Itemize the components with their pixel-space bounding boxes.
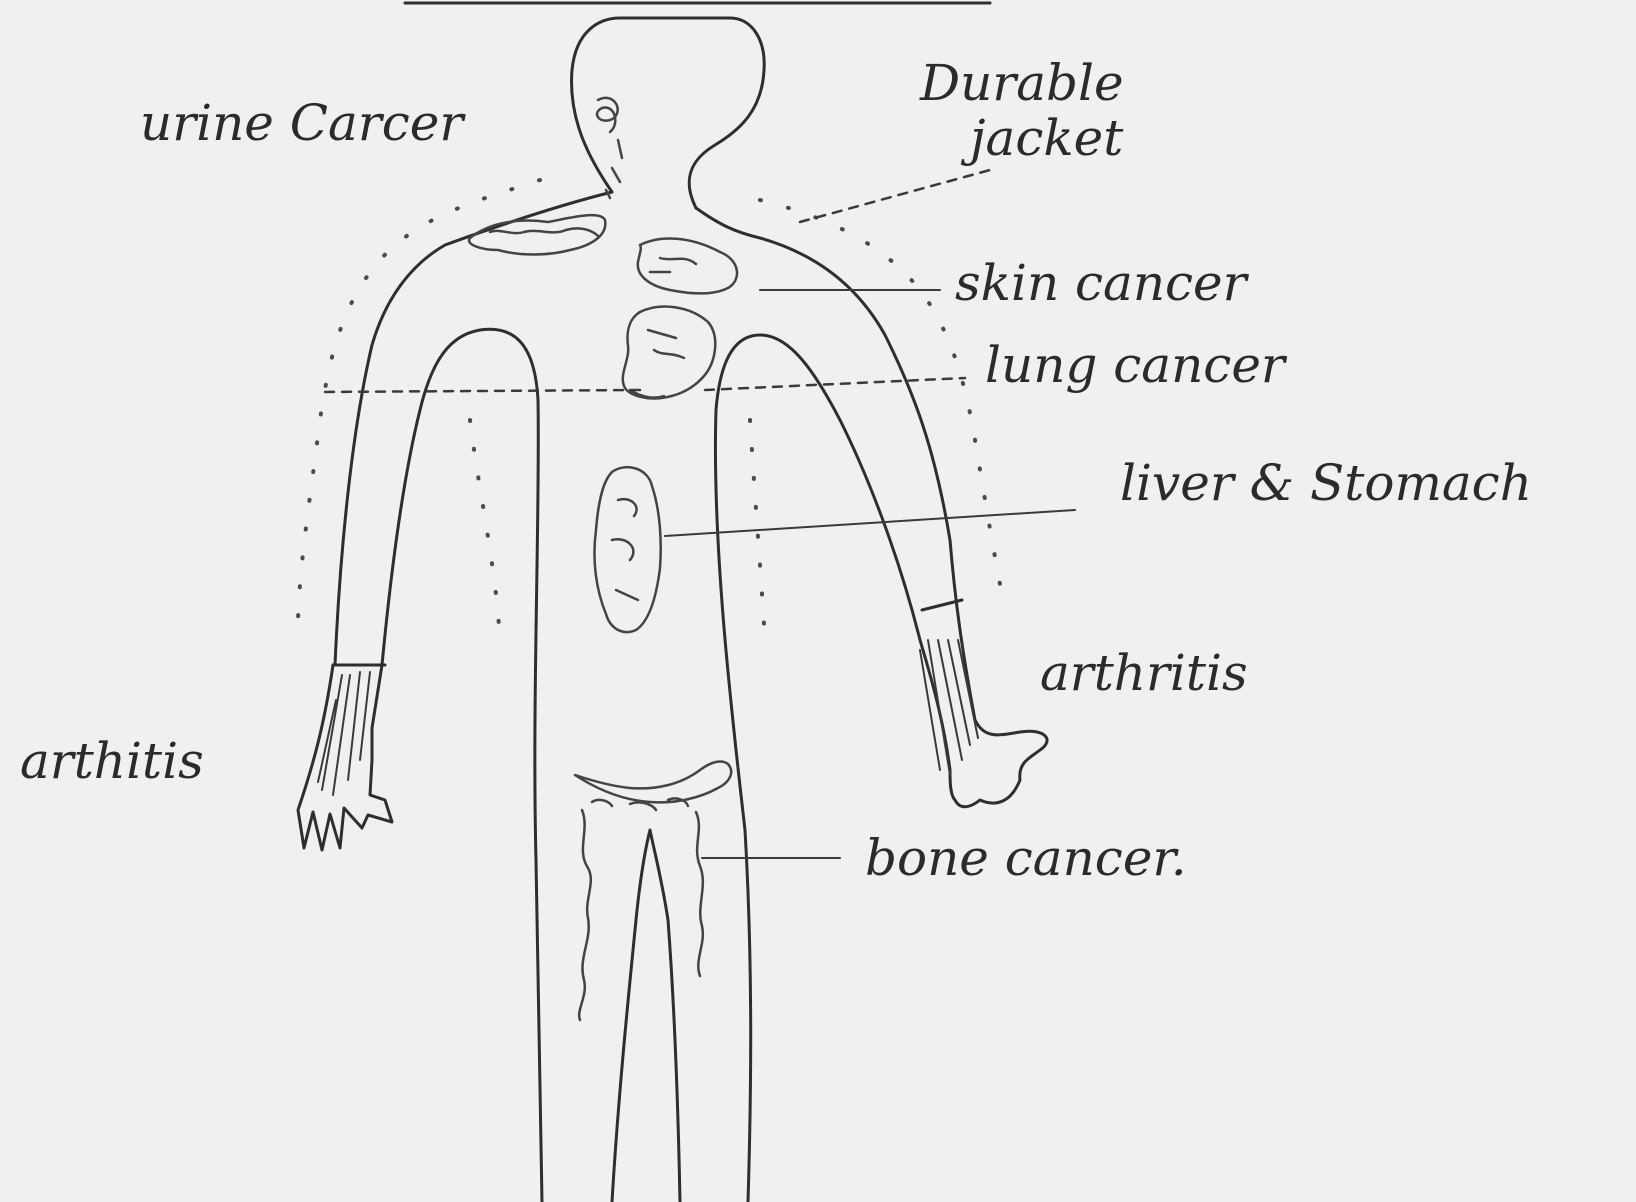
label-durable: Durable (919, 54, 1124, 112)
label-liver-stomach: liver & Stomach (1120, 454, 1532, 512)
organ-scribbles (469, 98, 737, 1020)
label-arthritis-right: arthritis (1040, 644, 1248, 702)
label-bone-cancer: bone cancer. (865, 829, 1187, 887)
forearm-hatching (318, 640, 978, 795)
label-lung-cancer: lung cancer (985, 336, 1288, 394)
label-jacket: jacket (960, 109, 1124, 167)
body-outline (298, 18, 1047, 1202)
label-skin-cancer: skin cancer (955, 254, 1250, 312)
label-urine-cancer: urine Carcer (140, 94, 466, 152)
label-arthritis-left: arthitis (20, 732, 204, 790)
